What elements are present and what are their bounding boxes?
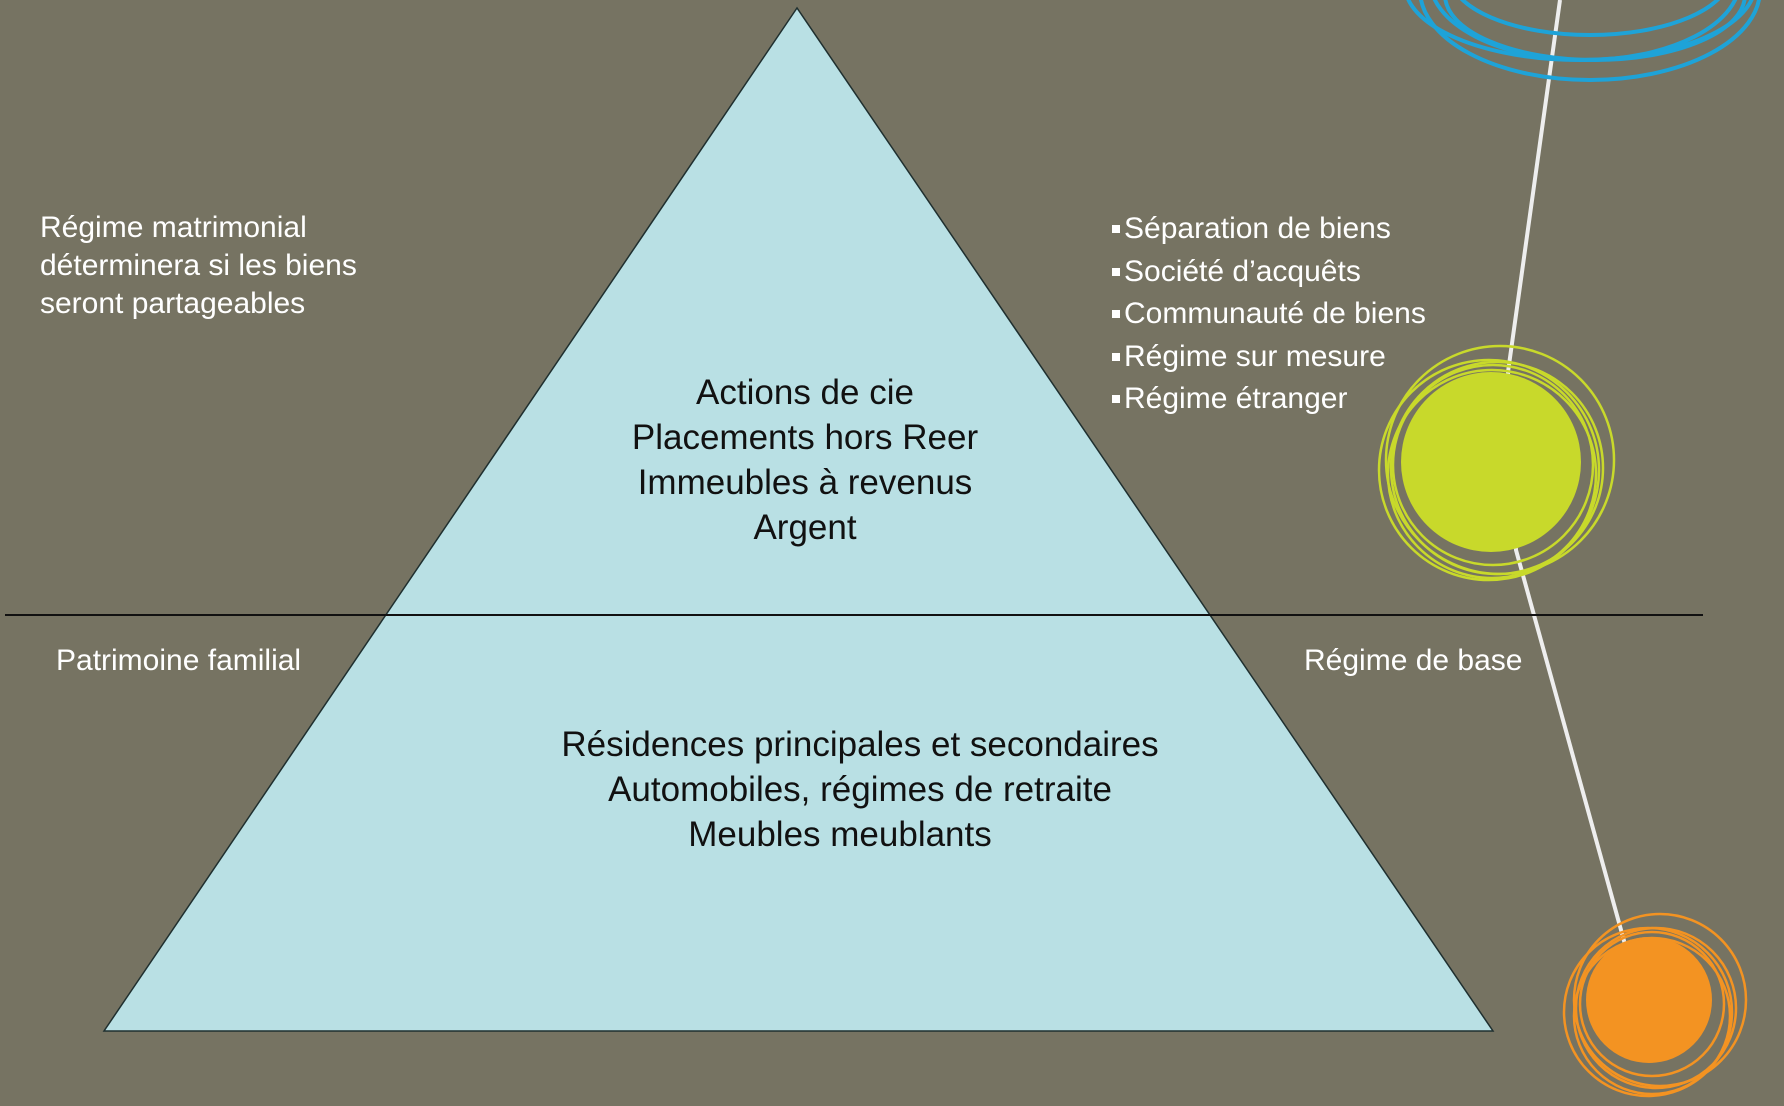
green-circle-icon — [1377, 344, 1616, 582]
blue-rings-icon — [1406, 0, 1761, 82]
pyramid-top-block: Actions de cie Placements hors Reer Imme… — [560, 370, 1050, 550]
regime-list-item: Régime étranger — [1112, 378, 1426, 421]
regime-note: Régime matrimonial déterminera si les bi… — [40, 209, 440, 323]
regime-list-item: Société d’acquêts — [1112, 251, 1426, 294]
regime-note-line: déterminera si les biens — [40, 249, 357, 282]
pyramid-bottom-line: Meubles meublants — [688, 815, 992, 854]
patrimoine-label: Patrimoine familial — [56, 644, 302, 677]
pyramid-bottom-line: Automobiles, régimes de retraite — [608, 770, 1112, 809]
orange-circle-icon — [1562, 912, 1748, 1098]
regime-list: Séparation de biens Société d’acquêts Co… — [1112, 208, 1426, 421]
pyramid-top-line: Immeubles à revenus — [637, 463, 973, 502]
pyramid-top-line: Actions de cie — [696, 373, 914, 412]
pyramid-top-line: Argent — [753, 508, 857, 547]
pyramid-shape — [102, 6, 1495, 1032]
regime-base-label: Régime de base — [1304, 644, 1523, 677]
regime-list-item: Communauté de biens — [1112, 293, 1426, 336]
regime-note-line: seront partageables — [40, 287, 306, 320]
regime-list-item: Séparation de biens — [1112, 208, 1426, 251]
pyramid-bottom-line: Résidences principales et secondaires — [561, 725, 1159, 764]
pyramid-bottom-block: Résidences principales et secondaires Au… — [480, 722, 1240, 857]
regime-list-item: Régime sur mesure — [1112, 336, 1426, 379]
regime-note-line: Régime matrimonial — [40, 211, 307, 244]
pyramid-top-line: Placements hors Reer — [631, 418, 979, 457]
